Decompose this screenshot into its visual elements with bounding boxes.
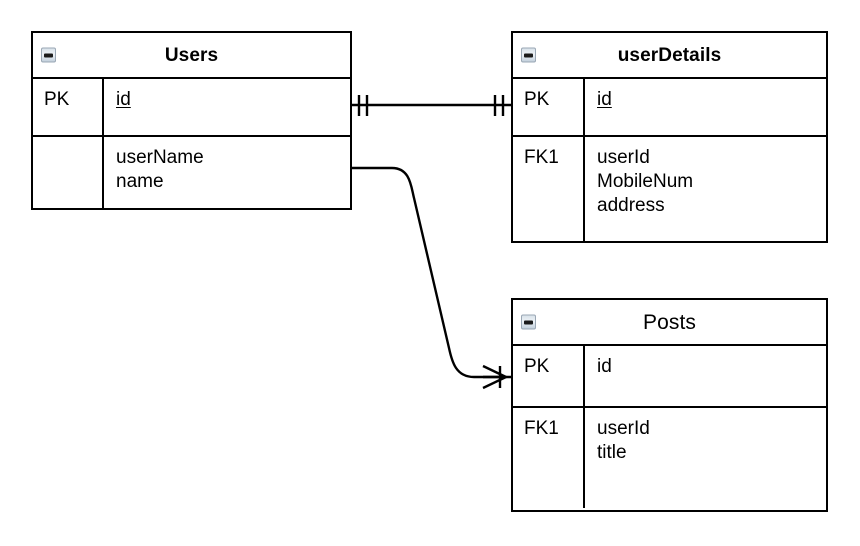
field-name: id [597, 356, 612, 377]
table-row: PK id [513, 79, 826, 137]
entity-title: Posts [642, 310, 697, 334]
minus-box-icon[interactable] [41, 47, 56, 63]
crowsfoot-prong-lower [482, 375, 507, 390]
field-name: address [597, 195, 665, 216]
row-fields: id [104, 79, 350, 135]
row-key: FK1 [513, 137, 585, 241]
field-name: userName [116, 147, 204, 168]
entity-header-userdetails[interactable]: userDetails [513, 33, 826, 79]
relationship-line [352, 166, 511, 379]
relationship-users-posts[interactable] [352, 166, 511, 390]
entity-posts[interactable]: Posts PK id FK1 userId title [511, 298, 828, 512]
field-name: id [597, 89, 612, 110]
row-fields: userId MobileNum address [585, 137, 826, 241]
table-row: FK1 userId MobileNum address [513, 137, 826, 241]
row-fields: userName name [104, 137, 350, 208]
field-name: id [116, 89, 131, 110]
crowsfoot-prong-upper [482, 364, 507, 379]
row-key: PK [513, 346, 585, 406]
row-key: PK [33, 79, 104, 135]
minus-box-icon[interactable] [521, 47, 536, 63]
relationship-users-userdetails[interactable] [352, 95, 511, 116]
field-name: MobileNum [597, 171, 694, 192]
table-row: FK1 userId title [513, 408, 826, 508]
entity-title: Users [164, 44, 219, 66]
field-name: userId [597, 147, 650, 168]
row-fields: id [585, 79, 826, 135]
entity-userdetails[interactable]: userDetails PK id FK1 userId MobileNum a… [511, 31, 828, 243]
entity-header-posts[interactable]: Posts [513, 300, 826, 346]
row-fields: userId title [585, 408, 826, 508]
minus-box-icon[interactable] [521, 314, 536, 330]
row-key [33, 137, 104, 208]
field-name: title [597, 442, 627, 463]
entity-users[interactable]: Users PK id userName name [31, 31, 352, 210]
field-name: name [116, 171, 164, 192]
field-name: userId [597, 418, 650, 439]
entity-header-users[interactable]: Users [33, 33, 350, 79]
table-row: userName name [33, 137, 350, 208]
row-fields: id [585, 346, 826, 406]
row-key: FK1 [513, 408, 585, 508]
row-key: PK [513, 79, 585, 135]
table-row: PK id [33, 79, 350, 137]
table-row: PK id [513, 346, 826, 408]
entity-title: userDetails [617, 44, 722, 66]
